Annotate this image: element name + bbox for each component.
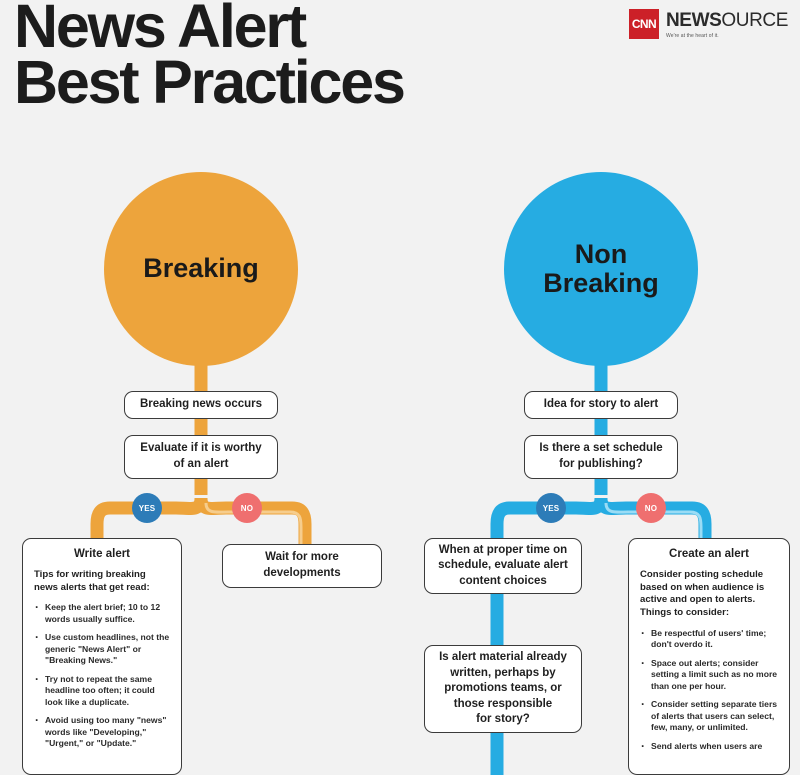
list-item: Try not to repeat the same headline too … (34, 673, 170, 709)
write-alert-title: Write alert (73, 548, 131, 560)
left-no-badge[interactable]: NO (232, 493, 262, 523)
write-alert-bullet-list: Keep the alert brief; 10 to 12 words usu… (34, 601, 170, 750)
list-item: Use custom headlines, not the generic "N… (34, 631, 170, 667)
cnn-newsource-logo: CNN NEWSOURCE We're at the heart of it. (628, 9, 788, 39)
list-item: Space out alerts; consider setting a lim… (640, 657, 778, 693)
left-step-breaking-news-occurs[interactable]: Breaking news occurs (124, 391, 278, 419)
connector-right-no-arm (594, 497, 712, 546)
cnn-logo-text: CNN (631, 17, 657, 31)
write-alert-intro: Tips for writing breaking news alerts th… (34, 569, 150, 593)
list-item: Consider setting separate tiers of alert… (640, 698, 778, 734)
left-panel-write-alert[interactable]: Write alert Tips for writing breaking ne… (22, 538, 182, 775)
newsource-wordmark: NEWSOURCE We're at the heart of it. (666, 9, 788, 39)
left-step-evaluate-worthy[interactable]: Evaluate if it is worthy of an alert (124, 435, 278, 479)
connector-left-no-arm (194, 497, 312, 552)
page-title: News Alert Best Practices (14, 0, 406, 117)
right-step-idea-for-story[interactable]: Idea for story to alert (524, 391, 678, 419)
right-yes-badge[interactable]: YES (536, 493, 566, 523)
branch-circle-non-breaking[interactable]: Non Breaking (504, 172, 698, 366)
list-item: Keep the alert brief; 10 to 12 words usu… (34, 601, 170, 625)
newsource-wordmark-line: NEWSOURCE (666, 11, 788, 30)
connector-right-no-arm-highlight (604, 502, 703, 544)
right-no-badge[interactable]: NO (636, 493, 666, 523)
right-outcome-proper-time-evaluate[interactable]: When at proper time on schedule, evaluat… (424, 538, 582, 594)
right-question-alert-material-written[interactable]: Is alert material already written, perha… (424, 645, 582, 733)
create-alert-title: Create an alert (669, 548, 749, 560)
left-yes-badge[interactable]: YES (132, 493, 162, 523)
logo-tagline: We're at the heart of it. (665, 33, 719, 39)
newsource-word-light: OURCE (721, 10, 788, 31)
create-alert-bullet-list: Be respectful of users' time; don't over… (640, 627, 778, 753)
connector-left-no-arm-highlight (204, 502, 303, 550)
left-outcome-wait-for-developments[interactable]: Wait for more developments (222, 544, 382, 588)
right-step-set-schedule-question[interactable]: Is there a set schedule for publishing? (524, 435, 678, 479)
create-alert-intro: Consider posting schedule based on when … (640, 569, 765, 618)
newsource-word-bold: NEWS (665, 10, 722, 31)
branch-circle-breaking[interactable]: Breaking (104, 172, 298, 366)
list-item: Be respectful of users' time; don't over… (640, 627, 778, 651)
list-item: Avoid using too many "news" words like "… (34, 714, 170, 750)
cnn-logo-mark: CNN (628, 9, 659, 39)
list-item: Send alerts when users are (640, 740, 778, 753)
right-panel-create-an-alert[interactable]: Create an alert Consider posting schedul… (628, 538, 790, 775)
